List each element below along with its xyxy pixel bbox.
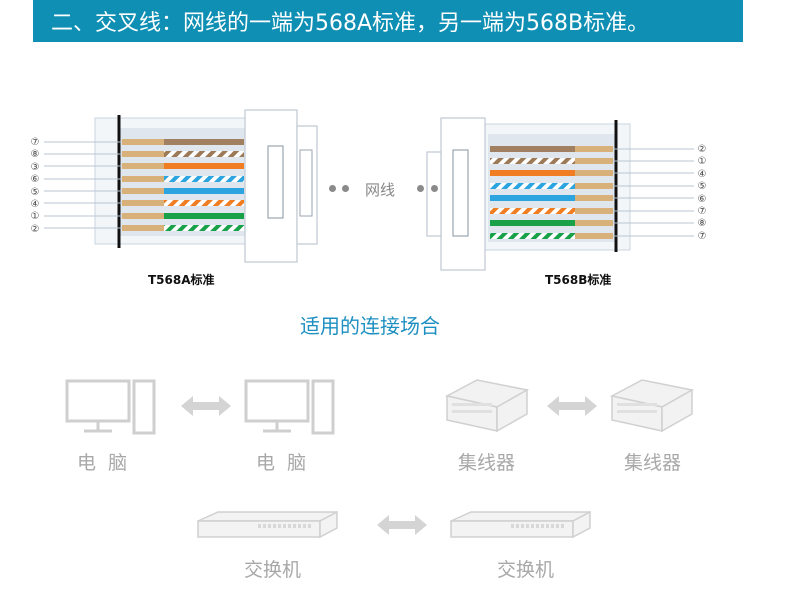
double-arrow-icon bbox=[181, 396, 231, 416]
pin-label: ⑥ bbox=[697, 193, 707, 205]
computer-icon bbox=[244, 379, 335, 435]
t568a-label: T568A标准 bbox=[148, 273, 215, 287]
hub-icon bbox=[609, 379, 695, 433]
pin-label: ⑦ bbox=[697, 206, 707, 218]
hub-icon bbox=[444, 379, 530, 433]
right-pin-numbers: ② ① ④ ⑤ ⑥ ⑦ ⑧ ⑦ bbox=[695, 144, 709, 243]
pin-label: ② bbox=[697, 144, 707, 155]
pin-label: ⑤ bbox=[30, 186, 40, 198]
double-arrow-icon bbox=[377, 515, 427, 535]
switch-icon bbox=[450, 510, 591, 539]
left-rj45-connector bbox=[44, 109, 318, 263]
pin-label: ⑦ bbox=[30, 137, 40, 148]
computer-icon bbox=[65, 379, 156, 435]
cable-dot bbox=[342, 185, 349, 192]
device-label-hub: 集线器 bbox=[624, 452, 682, 474]
pin-label: ④ bbox=[30, 199, 40, 211]
cable-dot bbox=[417, 185, 424, 192]
cable-dot bbox=[431, 185, 438, 192]
header-bar: 二、交叉线：网线的一端为568A标准，另一端为568B标准。 bbox=[33, 0, 743, 42]
pin-label: ⑤ bbox=[697, 181, 707, 193]
usage-section-title: 适用的连接场合 bbox=[300, 314, 440, 338]
cable-dot bbox=[329, 185, 336, 192]
device-label-computer: 电 脑 bbox=[77, 452, 128, 474]
device-label-switch: 交换机 bbox=[244, 559, 302, 581]
pin-label: ③ bbox=[30, 161, 40, 173]
pin-label: ⑥ bbox=[30, 174, 40, 186]
device-label-computer: 电 脑 bbox=[256, 452, 307, 474]
cable-label: 网线 bbox=[365, 181, 396, 199]
pin-label: ① bbox=[697, 156, 707, 168]
right-rj45-connector bbox=[426, 117, 694, 271]
double-arrow-icon bbox=[547, 396, 597, 416]
pin-label: ② bbox=[30, 223, 40, 235]
left-pin-numbers: ⑦ ⑧ ③ ⑥ ⑤ ④ ① ② bbox=[28, 137, 42, 236]
device-label-switch: 交换机 bbox=[497, 559, 555, 581]
switch-icon bbox=[197, 510, 338, 539]
page-title: 二、交叉线：网线的一端为568A标准，另一端为568B标准。 bbox=[51, 11, 650, 36]
pin-label: ⑧ bbox=[697, 218, 707, 230]
pin-label: ⑧ bbox=[30, 149, 40, 161]
t568b-label: T568B标准 bbox=[545, 273, 612, 287]
pin-label: ⑦ bbox=[697, 230, 707, 242]
pin-label: ④ bbox=[697, 168, 707, 180]
device-label-hub: 集线器 bbox=[458, 452, 516, 474]
pin-label: ① bbox=[30, 211, 40, 223]
